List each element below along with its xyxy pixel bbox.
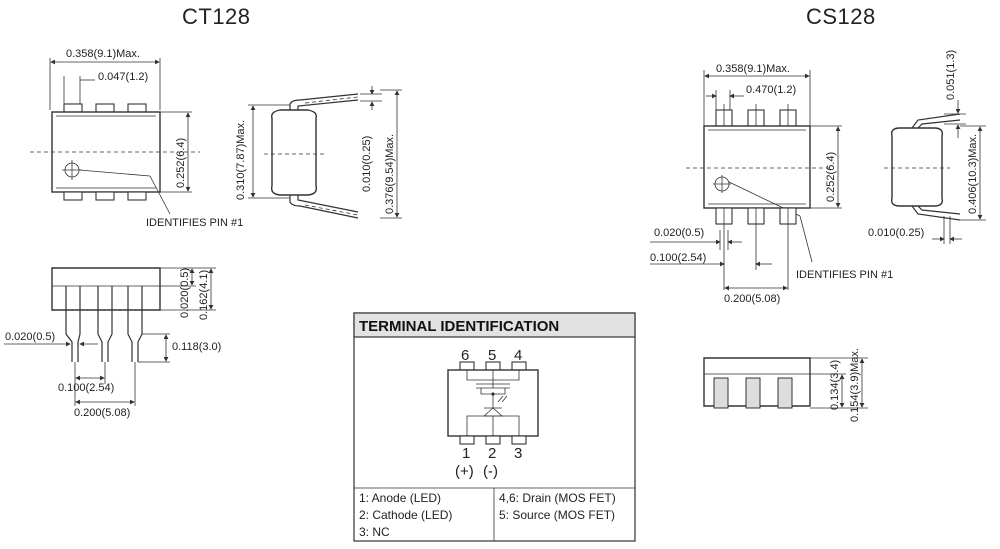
pin-1-polarity: (+) — [455, 463, 474, 480]
pin-1-label: 1 — [462, 445, 470, 462]
ct128-lead-len: 0.118(3.0) — [172, 341, 221, 353]
ct128-top-view: 0.358(9.1)Max. 0.047(1.2) 0.252(6.4) IDE… — [30, 48, 243, 229]
cs128-front-height: 0.134(3.4) — [829, 360, 841, 410]
cs128-front-view: 0.134(3.4) 0.154(3.9)Max. — [703, 348, 868, 422]
legend-anode: 1: Anode (LED) — [359, 491, 441, 505]
cs128-side-view: 0.051(1.3) 0.406(10.3)Max. 0.010(0.25) — [868, 50, 986, 244]
ct128-front-lead-top: 0.020(0.5) — [179, 268, 191, 318]
ct128-side-height: 0.310(7.87)Max. — [235, 120, 247, 200]
terminal-heading: TERMINAL IDENTIFICATION — [359, 318, 559, 335]
pin-2-polarity: (-) — [483, 463, 498, 480]
cs128-pitch: 0.100(2.54) — [650, 252, 706, 264]
cs128-title: CS128 — [806, 4, 876, 29]
ct128-pin-width: 0.047(1.2) — [98, 71, 148, 83]
cs128-span: 0.406(10.3)Max. — [967, 134, 979, 214]
ct128-title: CT128 — [182, 4, 251, 29]
ct128-side-view: 0.310(7.87)Max. 0.010(0.25) 0.376(9.54)M… — [235, 86, 402, 219]
ct128-lead-dia: 0.020(0.5) — [5, 331, 55, 343]
ct128-front-view: 0.020(0.5) 0.162(4.1) 0.118(3.0) 0.020(0… — [4, 267, 221, 419]
cs128-foot-thick: 0.010(0.25) — [868, 227, 924, 239]
ct128-lead-span: 0.376(9.54)Max. — [384, 134, 396, 214]
cs128-front-max: 0.154(3.9)Max. — [849, 348, 861, 422]
ct128-front-height: 0.162(4.1) — [198, 270, 210, 320]
ct128-lead-thickness: 0.010(0.25) — [361, 136, 373, 192]
cs128-pitch2: 0.200(5.08) — [724, 293, 780, 305]
ct128-body-height: 0.252(6.4) — [175, 138, 187, 188]
legend-drain: 4,6: Drain (MOS FET) — [499, 491, 616, 505]
legend-source: 5: Source (MOS FET) — [499, 508, 615, 522]
cs128-top-view: 0.358(9.1)Max. 0.470(1.2) 0.252( — [650, 63, 893, 305]
legend-nc: 3: NC — [359, 525, 390, 539]
pin-3-label: 3 — [514, 445, 522, 462]
pin-5-label: 5 — [488, 347, 496, 364]
cs128-body-height: 0.252(6.4) — [825, 152, 837, 202]
ct128-pitch2: 0.200(5.08) — [74, 407, 130, 419]
pin-6-label: 6 — [461, 347, 469, 364]
ct128-pitch: 0.100(2.54) — [58, 382, 114, 394]
terminal-identification-box: TERMINAL IDENTIFICATION 6 5 4 1 2 3 — [353, 312, 636, 542]
legend-cathode: 2: Cathode (LED) — [359, 508, 452, 522]
pin-4-label: 4 — [514, 347, 522, 364]
pin-2-label: 2 — [488, 445, 496, 462]
cs128-pad-gap: 0.020(0.5) — [654, 227, 704, 239]
cs128-pad-width: 0.470(1.2) — [746, 84, 796, 96]
cs128-identifies-pin: IDENTIFIES PIN #1 — [796, 269, 893, 281]
ct128-identifies-pin: IDENTIFIES PIN #1 — [146, 217, 243, 229]
cs128-top-width: 0.358(9.1)Max. — [716, 63, 790, 75]
ct128-top-width: 0.358(9.1)Max. — [66, 48, 140, 60]
cs128-foot-height: 0.051(1.3) — [945, 50, 957, 100]
